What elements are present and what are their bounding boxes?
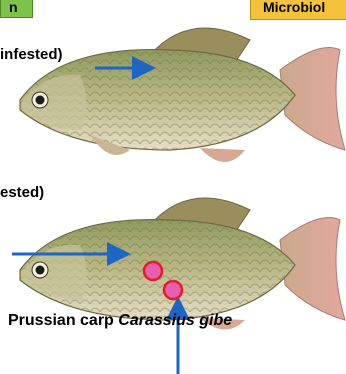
fish-uninfested [20,28,345,162]
infection-marker-1 [144,262,162,280]
caption-infested: ested) [0,184,44,201]
caption-uninfested: infested) [0,46,63,63]
infection-marker-2 [164,281,182,299]
species-latin-name: Carassius gibe [118,312,232,329]
species-label: Prussian carp Carassius gibe [8,312,232,330]
species-common-name: Prussian carp [8,312,118,329]
fish-infested [20,198,345,330]
